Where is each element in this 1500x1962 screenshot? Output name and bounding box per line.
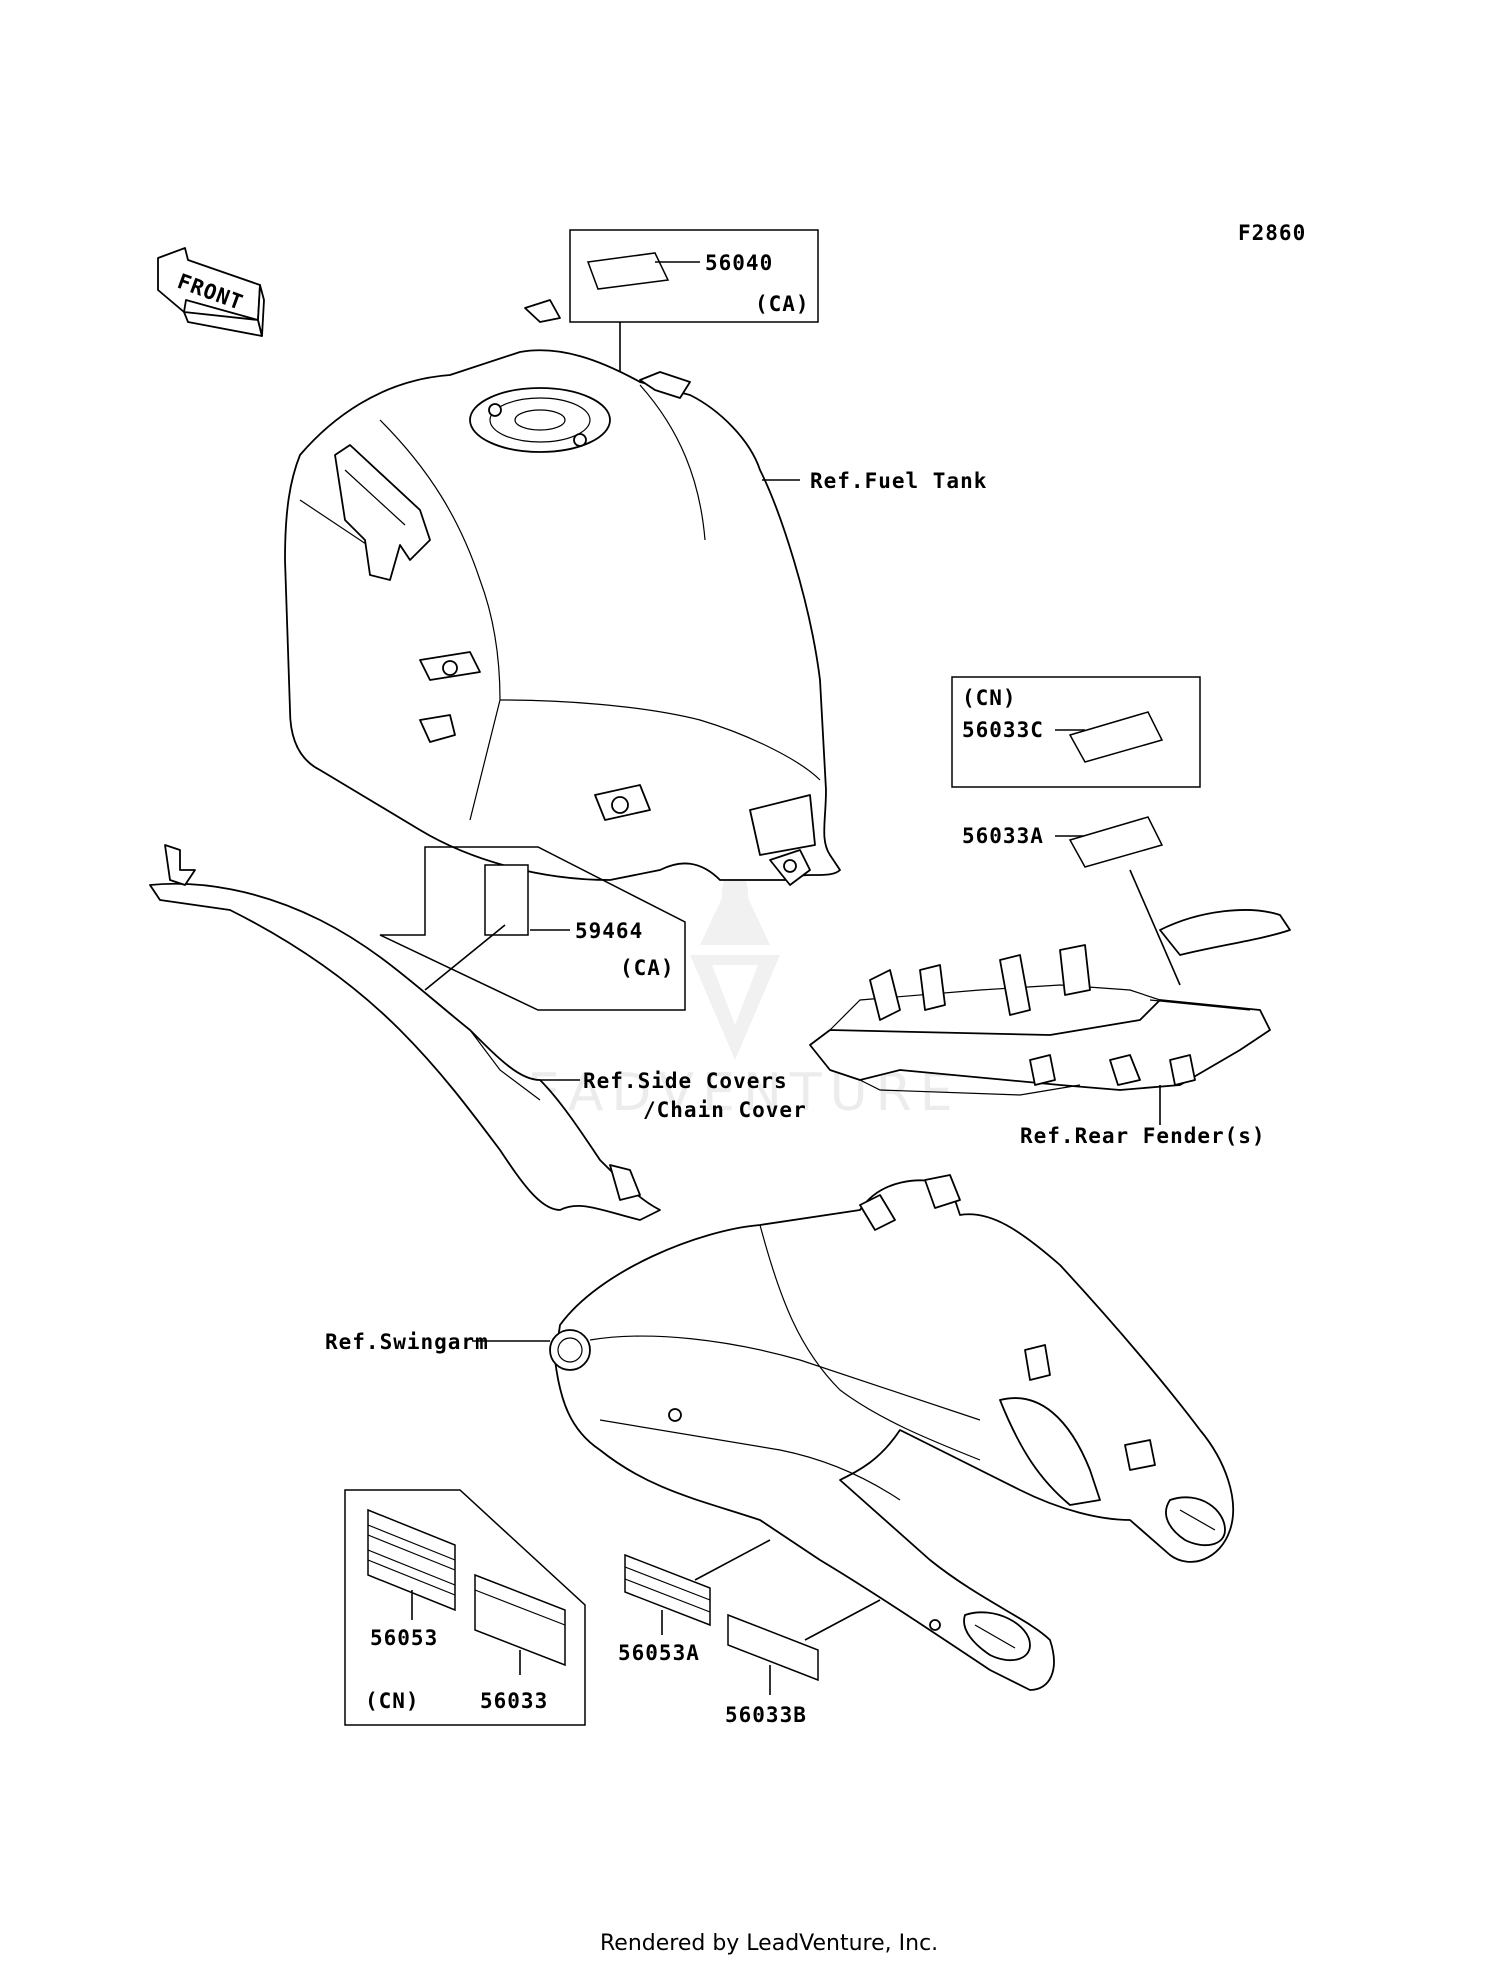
figure-code: F2860: [1238, 221, 1306, 245]
part-56053[interactable]: 56053: [370, 1626, 438, 1650]
sticker-56033b: [727, 1613, 819, 1682]
part-56033[interactable]: 56033: [480, 1689, 548, 1713]
callout-cn-1: (CN): [962, 686, 1017, 710]
swingarm-drawing: [549, 1174, 1234, 1691]
callout-box-59464: [379, 846, 686, 1011]
part-56053a[interactable]: 56053A: [618, 1641, 700, 1665]
part-59464[interactable]: 59464: [575, 919, 643, 943]
ref-fuel-tank[interactable]: Ref.Fuel Tank: [810, 469, 987, 493]
sticker-56053-stripes: [367, 1524, 456, 1596]
footer-credit: Rendered by LeadVenture, Inc.: [600, 1931, 938, 1956]
sticker-59464: [484, 864, 529, 936]
part-56033b[interactable]: 56033B: [725, 1703, 807, 1727]
callout-cn-2: (CN): [365, 1689, 420, 1713]
ref-chain-cover[interactable]: /Chain Cover: [643, 1098, 807, 1122]
side-cover-drawing: [149, 844, 661, 1221]
callout-box-56033c: [951, 676, 1201, 788]
callout-ca-2: (CA): [620, 956, 675, 980]
ref-rear-fender[interactable]: Ref.Rear Fender(s): [1020, 1124, 1266, 1148]
sticker-56040: [586, 252, 670, 290]
sticker-56033a: [1068, 816, 1164, 868]
sticker-56053a: [624, 1553, 711, 1627]
sticker-56053: [367, 1508, 456, 1612]
rear-fender-drawing: [809, 909, 1291, 1096]
sticker-56033c: [1068, 711, 1164, 763]
watermark-logo: [690, 860, 780, 1060]
callout-box-56053-56033: [344, 1489, 586, 1726]
front-arrow-icon: FRONT: [157, 247, 265, 337]
sticker-56033: [474, 1573, 566, 1667]
ref-side-covers[interactable]: Ref.Side Covers: [583, 1069, 788, 1093]
part-56040[interactable]: 56040: [705, 251, 773, 275]
callout-box-56040: [569, 229, 819, 323]
fuel-tank-drawing: [284, 299, 841, 886]
callout-ca-1: (CA): [755, 292, 810, 316]
part-56033c[interactable]: 56033C: [962, 718, 1044, 742]
part-56033a[interactable]: 56033A: [962, 824, 1044, 848]
ref-swingarm[interactable]: Ref.Swingarm: [325, 1330, 489, 1354]
